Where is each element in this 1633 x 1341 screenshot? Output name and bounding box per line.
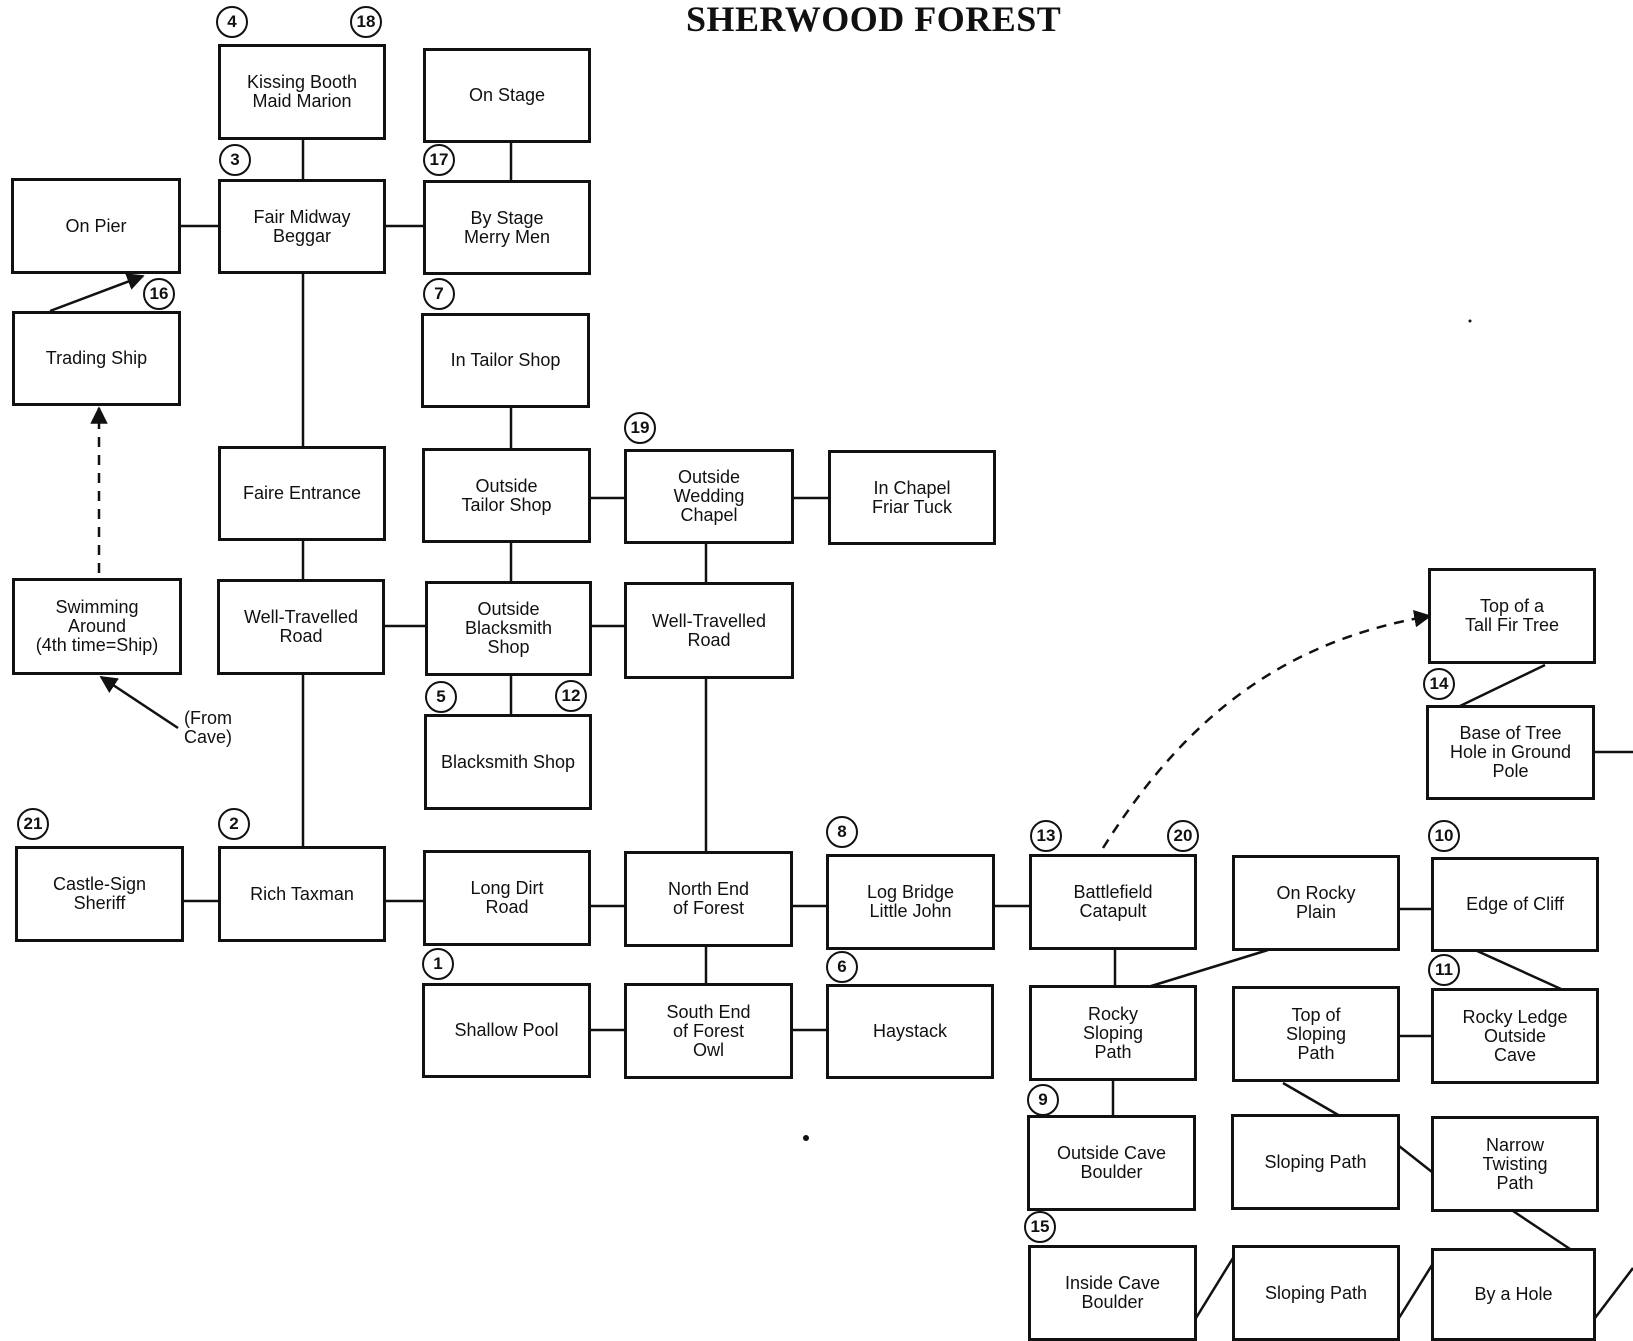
marker-13: 13 — [1030, 820, 1062, 852]
marker-20: 20 — [1167, 820, 1199, 852]
marker-7: 7 — [423, 278, 455, 310]
location-outside-blacksmith: Outside Blacksmith Shop — [425, 581, 592, 676]
location-inside-cave: Inside Cave Boulder — [1028, 1245, 1197, 1341]
marker-5: 5 — [425, 681, 457, 713]
location-top-sloping-path: Top of Sloping Path — [1232, 986, 1400, 1082]
marker-21: 21 — [17, 808, 49, 840]
link-sloping-narrow — [1398, 1145, 1433, 1173]
location-narrow-twisting-path: Narrow Twisting Path — [1431, 1116, 1599, 1212]
marker-1: 1 — [422, 948, 454, 980]
marker-14: 14 — [1423, 668, 1455, 700]
location-trading-ship: Trading Ship — [12, 311, 181, 406]
location-north-end: North End of Forest — [624, 851, 793, 947]
marker-15: 15 — [1024, 1211, 1056, 1243]
location-south-end: South End of Forest Owl — [624, 983, 793, 1079]
marker-10: 10 — [1428, 820, 1460, 852]
location-outside-chapel: Outside Wedding Chapel — [624, 449, 794, 544]
location-fair-midway: Fair Midway Beggar — [218, 179, 386, 274]
location-road-west: Well-Travelled Road — [217, 579, 385, 675]
marker-11: 11 — [1428, 954, 1460, 986]
link-rocky-plain — [1147, 948, 1269, 989]
marker-8: 8 — [826, 816, 858, 848]
location-road-east: Well-Travelled Road — [624, 582, 794, 679]
marker-9: 9 — [1027, 1084, 1059, 1116]
marker-19: 19 — [624, 412, 656, 444]
location-rich-taxman: Rich Taxman — [218, 846, 386, 942]
location-rocky-ledge: Rocky Ledge Outside Cave — [1431, 988, 1599, 1084]
marker-18: 18 — [350, 6, 382, 38]
link-topsloping-sloping — [1282, 1081, 1341, 1118]
marker-6: 6 — [826, 951, 858, 983]
location-battlefield: Battlefield Catapult — [1029, 854, 1197, 950]
location-in-chapel: In Chapel Friar Tuck — [828, 450, 996, 545]
arrow-ship-pier — [49, 273, 145, 313]
scan-speck — [803, 1135, 809, 1141]
arrow-from-cave — [99, 675, 179, 730]
marker-4: 4 — [216, 6, 248, 38]
marker-17: 17 — [423, 144, 455, 176]
marker-12: 12 — [555, 680, 587, 712]
location-top-fir-tree: Top of a Tall Fir Tree — [1428, 568, 1596, 664]
location-sloping-path-lower: Sloping Path — [1232, 1245, 1400, 1341]
location-castle-sign: Castle-Sign Sheriff — [15, 846, 184, 942]
location-long-dirt-road: Long Dirt Road — [423, 850, 591, 946]
marker-2: 2 — [218, 808, 250, 840]
link-sloping-hole — [1397, 1264, 1434, 1319]
location-sloping-path-upper: Sloping Path — [1231, 1114, 1400, 1210]
marker-16: 16 — [143, 278, 175, 310]
location-outside-cave: Outside Cave Boulder — [1027, 1115, 1196, 1211]
scan-speck — [1468, 319, 1472, 323]
location-haystack: Haystack — [826, 984, 994, 1079]
link-hole-offmap — [1594, 1267, 1633, 1319]
location-rocky-sloping-path: Rocky Sloping Path — [1029, 985, 1197, 1081]
arrow-catapult-fir — [1101, 610, 1432, 849]
location-blacksmith-shop: Blacksmith Shop — [424, 714, 592, 810]
link-cliff-ledge — [1474, 948, 1562, 991]
location-outside-tailor: Outside Tailor Shop — [422, 448, 591, 543]
link-fir-base — [1459, 663, 1546, 708]
link-cave-sloping — [1194, 1257, 1235, 1319]
location-shallow-pool: Shallow Pool — [422, 983, 591, 1078]
from-cave-note: (From Cave) — [184, 708, 233, 747]
location-kissing-booth: Kissing Booth Maid Marion — [218, 44, 386, 140]
location-on-pier: On Pier — [11, 178, 181, 274]
marker-3: 3 — [219, 144, 251, 176]
location-on-stage: On Stage — [423, 48, 591, 143]
map-title: SHERWOOD FOREST — [686, 0, 1062, 39]
location-tailor-shop: In Tailor Shop — [421, 313, 590, 408]
link-narrow-hole — [1512, 1209, 1571, 1251]
location-by-a-hole: By a Hole — [1431, 1248, 1596, 1341]
location-faire-entrance: Faire Entrance — [218, 446, 386, 541]
location-edge-of-cliff: Edge of Cliff — [1431, 857, 1599, 952]
location-swimming: Swimming Around (4th time=Ship) — [12, 578, 182, 675]
location-base-of-tree: Base of Tree Hole in Ground Pole — [1426, 705, 1595, 800]
location-log-bridge: Log Bridge Little John — [826, 854, 995, 950]
location-rocky-plain: On Rocky Plain — [1232, 855, 1400, 951]
location-by-stage: By Stage Merry Men — [423, 180, 591, 275]
